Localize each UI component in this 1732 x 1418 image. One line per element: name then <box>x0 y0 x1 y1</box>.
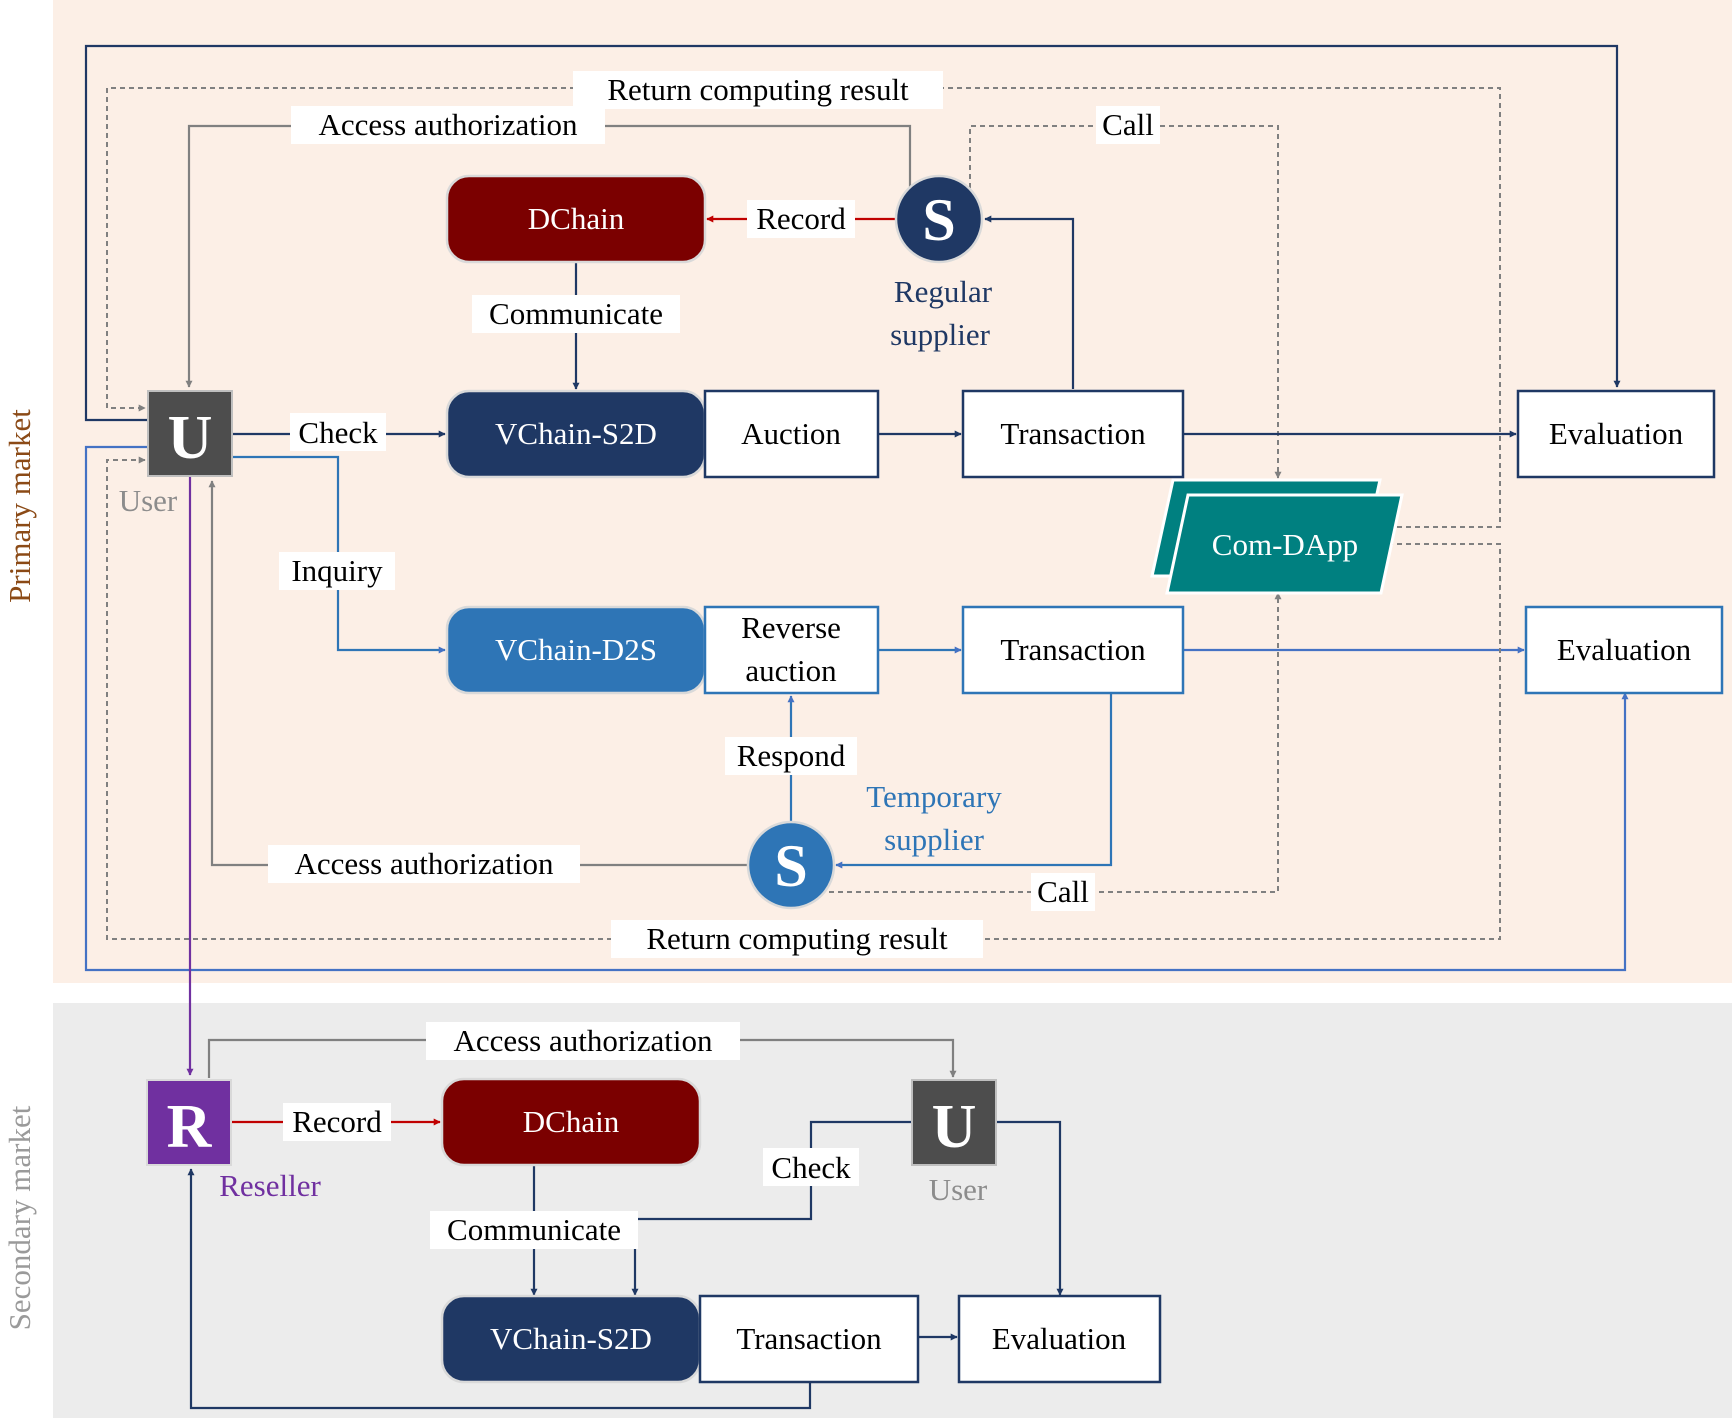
label-record-secondary: Record <box>292 1104 382 1139</box>
transaction-box-2 <box>961 605 1185 695</box>
vchain-s2d-secondary-label: VChain-S2D <box>490 1321 652 1356</box>
dchain-primary-label: DChain <box>528 201 625 236</box>
primary-market-label: Primary market <box>2 409 37 603</box>
reseller-caption: Reseller <box>219 1168 321 1203</box>
reverse-auction-label-1: Reverse <box>741 610 841 645</box>
user-secondary-caption: User <box>929 1172 988 1207</box>
label-return-result-top: Return computing result <box>607 72 909 107</box>
secondary-market-label: Secondary market <box>2 1105 37 1330</box>
evaluation-label-3: Evaluation <box>992 1321 1127 1356</box>
edge-return-result-top <box>106 87 1501 528</box>
temporary-supplier-caption-2: supplier <box>884 822 985 857</box>
label-access-auth-bottom: Access authorization <box>294 846 554 881</box>
evaluation-label-2: Evaluation <box>1557 632 1692 667</box>
edge-transaction-to-regular-supplier <box>984 215 1075 389</box>
regular-supplier-node <box>894 174 984 264</box>
transaction-label-3: Transaction <box>736 1321 882 1356</box>
transaction-label-2: Transaction <box>1000 632 1146 667</box>
reseller-node <box>146 1079 232 1166</box>
edge-user-to-evaluation-top <box>84 44 1621 422</box>
primary-market-region <box>53 0 1732 983</box>
regular-supplier-caption-2: supplier <box>890 317 991 352</box>
user-primary-caption: User <box>119 483 178 518</box>
evaluation-box-3 <box>957 1294 1162 1384</box>
reseller-letter: R <box>167 1093 213 1161</box>
temporary-supplier-node <box>746 820 836 910</box>
transaction-box-1 <box>961 389 1185 479</box>
label-inquiry: Inquiry <box>291 553 383 588</box>
label-check-secondary: Check <box>771 1150 851 1185</box>
label-access-auth-top: Access authorization <box>318 107 578 142</box>
label-record-primary: Record <box>756 201 846 236</box>
label-communicate-secondary: Communicate <box>447 1212 621 1247</box>
edge-user-to-evaluation-bottom <box>84 445 1629 972</box>
auction-label: Auction <box>741 416 841 451</box>
temporary-supplier-caption-1: Temporary <box>866 779 1002 814</box>
transaction-label-1: Transaction <box>1000 416 1146 451</box>
dchain-secondary <box>440 1077 702 1167</box>
evaluation-box-2 <box>1524 605 1724 695</box>
regular-supplier-letter: S <box>922 187 955 253</box>
evaluation-label-1: Evaluation <box>1549 416 1684 451</box>
label-call-top: Call <box>1102 107 1154 142</box>
label-communicate-primary: Communicate <box>489 296 663 331</box>
com-dapp-node <box>1165 493 1404 595</box>
user-secondary-letter: U <box>932 1093 977 1161</box>
edge-transaction-to-temporary-supplier <box>835 693 1113 869</box>
label-call-bottom: Call <box>1037 874 1089 909</box>
user-primary-letter: U <box>168 404 213 472</box>
edge-user-to-evaluation-secondary <box>996 1120 1064 1296</box>
dchain-secondary-label: DChain <box>523 1104 620 1139</box>
com-dapp-label: Com-DApp <box>1212 527 1358 562</box>
label-access-auth-secondary: Access authorization <box>453 1023 713 1058</box>
regular-supplier-caption-1: Regular <box>894 274 993 309</box>
reverse-auction-label-2: auction <box>745 653 837 688</box>
evaluation-box-1 <box>1516 389 1716 479</box>
label-check-primary: Check <box>298 415 378 450</box>
user-secondary-node <box>911 1079 997 1166</box>
vchain-s2d-primary-label: VChain-S2D <box>495 416 657 451</box>
edge-call-bottom <box>820 592 1282 893</box>
vchain-d2s-label: VChain-D2S <box>495 632 657 667</box>
edge-return-result-bottom <box>106 456 1501 940</box>
temporary-supplier-letter: S <box>774 833 807 899</box>
transaction-box-3 <box>698 1294 920 1384</box>
label-return-result-bottom: Return computing result <box>646 921 948 956</box>
reverse-auction-box <box>703 605 880 695</box>
edge-transaction-to-reseller <box>187 1168 812 1410</box>
label-respond: Respond <box>737 738 846 773</box>
user-primary-node <box>147 390 233 477</box>
dchain-primary <box>445 174 707 264</box>
auction-box <box>703 389 880 479</box>
